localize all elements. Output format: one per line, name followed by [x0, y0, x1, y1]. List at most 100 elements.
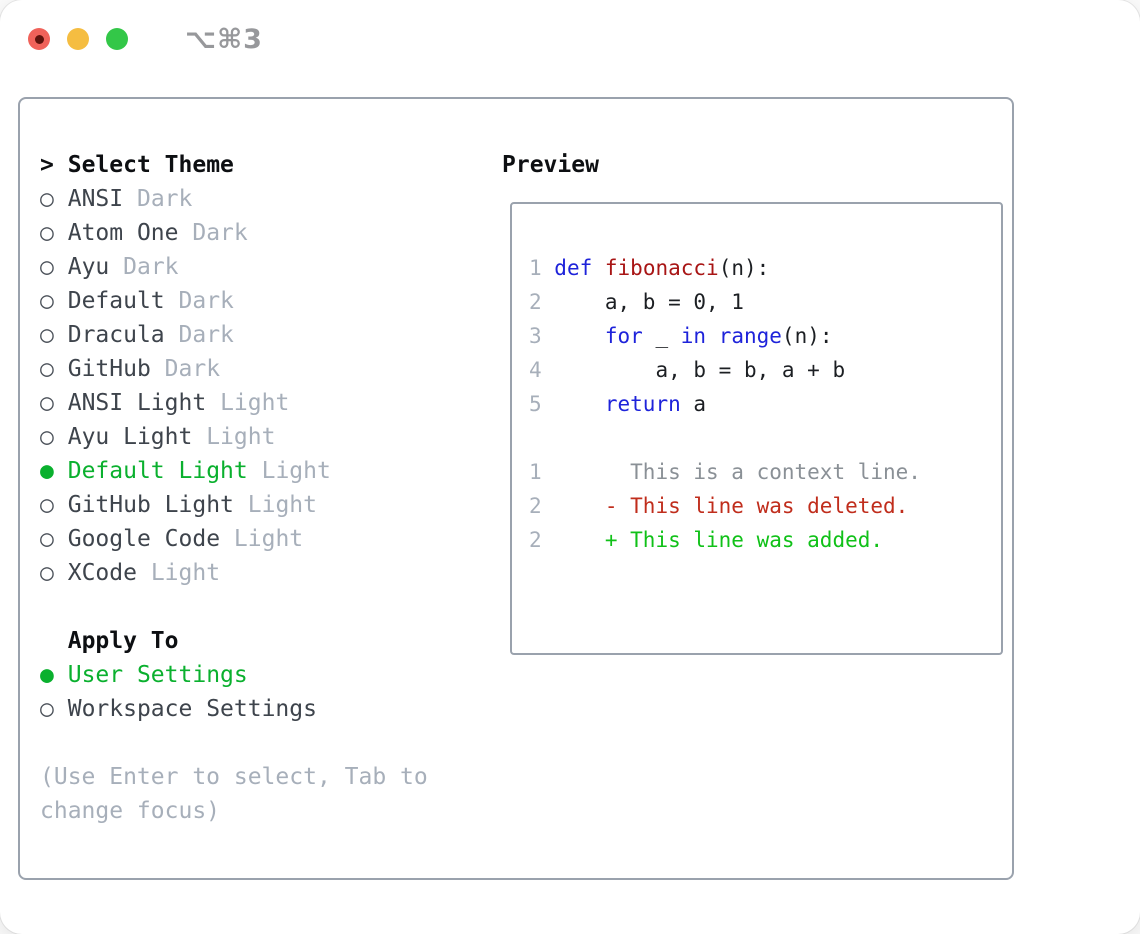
option-label: Google Code	[67, 526, 221, 552]
radio-unselected-icon: ○	[40, 526, 54, 552]
option-variant-tag: Light	[261, 458, 331, 484]
titlebar: ⌥⌘3	[28, 24, 263, 55]
preview-label: Preview	[502, 152, 599, 178]
theme-option[interactable]: ○ ANSI Dark	[40, 182, 460, 216]
option-variant-tag: Light	[206, 424, 276, 450]
code-token: a	[680, 392, 707, 416]
option-variant-tag: Dark	[178, 288, 234, 314]
code-line: 2 + This line was added.	[529, 523, 1001, 557]
theme-option[interactable]: ○ Google Code Light	[40, 522, 460, 556]
code-line: 1 This is a context line.	[529, 455, 1001, 489]
line-number: 1	[529, 460, 555, 484]
option-label: XCode	[67, 560, 137, 586]
radio-unselected-icon: ○	[40, 696, 54, 722]
window-title: ⌥⌘3	[185, 23, 263, 55]
option-variant-tag: Light	[150, 560, 221, 586]
option-variant-tag: Light	[220, 390, 290, 416]
code-line: 4 a, b = b, a + b	[529, 353, 1001, 387]
code-token	[554, 324, 605, 348]
theme-option[interactable]: ○ ANSI Light Light	[40, 386, 460, 420]
help-text: (Use Enter to select, Tab to change focu…	[40, 764, 428, 824]
radio-unselected-icon: ○	[40, 254, 54, 280]
option-variant-tag: Dark	[192, 220, 248, 246]
apply-to-header: Apply To	[40, 624, 460, 658]
theme-option[interactable]: ○ XCode Light	[40, 556, 460, 590]
line-number: 2	[529, 494, 555, 518]
theme-option[interactable]: ● Default Light Light	[40, 454, 460, 488]
option-label: Ayu	[67, 254, 110, 280]
code-token: (n):	[781, 324, 833, 348]
option-label: Ayu Light	[67, 424, 193, 450]
fullscreen-button[interactable]	[106, 28, 128, 50]
option-label: Workspace Settings	[67, 696, 317, 722]
code-token: return	[604, 392, 681, 416]
code-line: 1 def fibonacci(n):	[529, 251, 1001, 285]
option-variant-tag: Light	[247, 492, 317, 518]
option-variant-tag: Light	[233, 526, 304, 552]
code-token	[592, 256, 605, 280]
apply-option[interactable]: ● User Settings	[40, 658, 460, 692]
theme-option[interactable]: ○ Ayu Dark	[40, 250, 460, 284]
option-label: Default Light	[67, 458, 248, 484]
theme-option[interactable]: ○ Dracula Dark	[40, 318, 460, 352]
option-label: Atom One	[67, 220, 179, 246]
option-label: GitHub	[67, 356, 151, 382]
radio-selected-icon: ●	[40, 662, 54, 688]
radio-unselected-icon: ○	[40, 322, 54, 348]
code-token: + This line was added.	[554, 528, 884, 552]
line-number: 5	[529, 392, 555, 416]
code-token	[706, 324, 719, 348]
code-line: 3 for _ in range(n):	[529, 319, 1001, 353]
line-number: 4	[529, 358, 555, 382]
close-button[interactable]	[28, 28, 50, 50]
select-theme-title: Select Theme	[67, 152, 234, 178]
code-token: a, b = b, a + b	[554, 358, 846, 382]
apply-option[interactable]: ○ Workspace Settings	[40, 692, 460, 726]
option-label: User Settings	[67, 662, 248, 688]
code-line: 2 a, b = 0, 1	[529, 285, 1001, 319]
code-line	[529, 421, 1001, 455]
theme-option[interactable]: ○ GitHub Dark	[40, 352, 460, 386]
code-token: in	[680, 324, 707, 348]
theme-option[interactable]: ○ GitHub Light Light	[40, 488, 460, 522]
code-token: for	[604, 324, 643, 348]
line-number: 2	[529, 528, 555, 552]
code-line: 5 return a	[529, 387, 1001, 421]
theme-selector-panel: > Select Theme ○ ANSI Dark○ Atom One Dar…	[18, 97, 1014, 880]
radio-unselected-icon: ○	[40, 220, 54, 246]
radio-unselected-icon: ○	[40, 424, 54, 450]
spacer	[40, 590, 460, 624]
line-number: 3	[529, 324, 555, 348]
theme-option[interactable]: ○ Default Dark	[40, 284, 460, 318]
option-label: Default	[67, 288, 165, 314]
spacer	[40, 726, 460, 760]
option-variant-tag: Dark	[123, 254, 179, 280]
option-label: ANSI	[67, 186, 124, 212]
code-token: range	[718, 324, 782, 348]
code-token	[554, 392, 605, 416]
select-theme-header: > Select Theme	[40, 148, 460, 182]
option-variant-tag: Dark	[164, 356, 221, 382]
line-number: 1	[529, 256, 555, 280]
radio-unselected-icon: ○	[40, 390, 54, 416]
theme-option[interactable]: ○ Atom One Dark	[40, 216, 460, 250]
code-token: _	[642, 324, 681, 348]
line-number: 2	[529, 290, 555, 314]
apply-to-title: Apply To	[67, 628, 179, 654]
minimize-button[interactable]	[67, 28, 89, 50]
code-token: a, b = 0, 1	[554, 290, 744, 314]
theme-option[interactable]: ○ Ayu Light Light	[40, 420, 460, 454]
radio-unselected-icon: ○	[40, 186, 54, 212]
radio-unselected-icon: ○	[40, 560, 54, 586]
theme-options: ○ ANSI Dark○ Atom One Dark○ Ayu Dark○ De…	[40, 182, 460, 590]
code-token: (n):	[718, 256, 770, 280]
option-label: Dracula	[67, 322, 165, 348]
option-variant-tag: Dark	[178, 322, 234, 348]
theme-list: > Select Theme ○ ANSI Dark○ Atom One Dar…	[40, 148, 460, 828]
code-token: This is a context line.	[554, 460, 921, 484]
code-token: def	[554, 256, 593, 280]
code-line: 2 - This line was deleted.	[529, 489, 1001, 523]
